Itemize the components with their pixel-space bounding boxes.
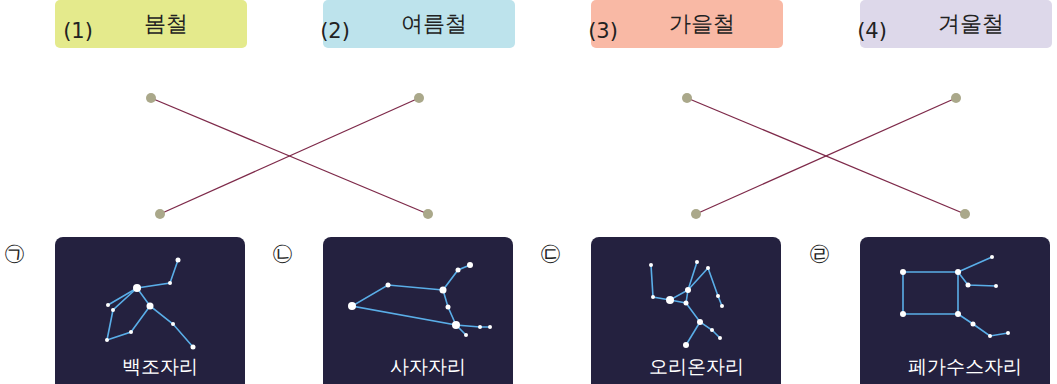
stars <box>105 255 1010 350</box>
season-box: (1) 봄철 <box>55 0 247 48</box>
item-number: (4) <box>857 19 887 43</box>
connector-dot <box>155 209 165 219</box>
item-number: ㉠ <box>4 241 25 265</box>
item-number: (3) <box>588 19 618 43</box>
season-box: (3) 가을철 <box>591 0 783 48</box>
season-name: 여름철 <box>401 9 467 39</box>
season-box: (2) 여름철 <box>323 0 515 48</box>
connector-path <box>687 98 965 214</box>
season-name: 가을철 <box>669 9 735 39</box>
connector-dot <box>951 93 961 103</box>
connector-dot <box>146 93 156 103</box>
constellation-card: ㉡사자자리 <box>323 237 533 384</box>
matching-line <box>155 93 424 219</box>
connector-dot <box>682 93 692 103</box>
season-name: 봄철 <box>144 9 188 39</box>
item-number: ㉢ <box>540 241 561 265</box>
constellation-name: 오리온자리 <box>591 354 801 380</box>
connector-dot <box>960 209 970 219</box>
season-box: (4) 겨울철 <box>860 0 1052 48</box>
connector-dot <box>423 209 433 219</box>
connector-dot <box>691 209 701 219</box>
item-number: ㉡ <box>272 241 293 265</box>
constellation-card: ㉢오리온자리 <box>591 237 801 384</box>
connector-path <box>696 98 956 214</box>
constellation-card: ㉣페가수스자리 <box>860 237 1057 384</box>
matching-line <box>682 93 970 219</box>
connector-dot <box>414 93 424 103</box>
night-sky-panels <box>55 237 1050 384</box>
constellation-name: 백조자리 <box>55 354 265 380</box>
constellation-card: ㉠백조자리 <box>55 237 265 384</box>
matching-line <box>691 93 961 219</box>
constellation-name: 페가수스자리 <box>860 354 1057 380</box>
connector-path <box>151 98 428 214</box>
constellation-lines <box>107 257 1008 347</box>
season-name: 겨울철 <box>938 9 1004 39</box>
item-number: (1) <box>63 19 93 43</box>
connector-path <box>160 98 419 214</box>
item-number: ㉣ <box>809 241 830 265</box>
item-number: (2) <box>320 19 350 43</box>
matching-line <box>146 93 433 219</box>
constellation-name: 사자자리 <box>323 354 533 380</box>
